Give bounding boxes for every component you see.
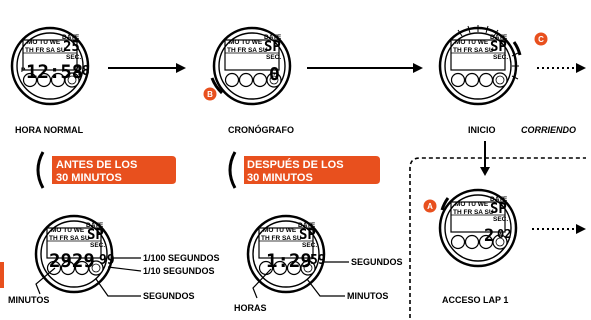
arrow-right-icon [108,63,186,73]
watch-date-label: DATE [264,34,282,41]
banner-antes-line1: ANTES DE LOS [56,159,137,171]
callout-lines-despues [252,261,349,299]
watch-cronografo: MO TU WE TH FR SA SU DATE SP SEC. 0 [210,26,292,106]
watch-sec-label: SEC. [90,242,105,249]
watch-main-value: 1:29 [266,250,312,272]
watch-mode-value: SP [490,39,507,55]
button-b-marker: B [203,87,217,101]
callout-horas: HORAS [234,303,267,313]
banner-antes-line2: 30 MINUTOS [56,172,122,184]
dotted-arrow-icon [537,63,586,73]
arrow-down-icon [480,141,490,176]
button-c-marker: C [534,32,548,46]
callout-segundos-a: SEGUNDOS [143,291,195,301]
watch-time-value: 12:58 [26,61,83,83]
watch-days-bottom: TH FR SA SU [453,209,494,216]
watch-days-top: MO TU WE [27,39,61,46]
watch-sec-label: SEC. [66,54,81,61]
watch-sec-label: SEC. [493,216,508,223]
watch-days-top: MO TU WE [455,39,489,46]
watch-days-top: MO TU WE [229,39,263,46]
watch-date-label: DATE [298,222,316,229]
watch-date-label: DATE [86,222,104,229]
banner-despues-line1: DESPUÉS DE LOS [247,158,344,171]
arrow-right-icon [307,63,423,73]
watch-days-bottom: TH FR SA SU [227,47,268,54]
banner-despues-line2: 30 MINUTOS [247,172,313,184]
callout-segundos-b: SEGUNDOS [351,257,403,267]
svg-text:C: C [538,35,544,44]
edge-marker [0,262,4,288]
watch-pm-indicator: P [21,67,26,74]
watch-acceso-lap: MO TU WE TH FR SA SU DATE SP SEC. 2 02 [438,188,518,268]
watch-main-value: 2929 [49,250,95,272]
watch-days-top: MO TU WE [263,227,297,234]
watch-date-label: DATE [490,196,508,203]
banner-despues: DESPUÉS DE LOS 30 MINUTOS [228,151,380,189]
callout-centesimas: 1/100 SEGUNDOS [143,253,220,263]
watch-main-value: 2 [484,226,494,246]
watch-days-bottom: TH FR SA SU [49,235,90,242]
watch-seconds-value: 0 [269,64,280,85]
lap-group-outline [409,157,586,318]
watch-date-value: 25 [63,39,80,55]
svg-text:A: A [427,202,433,211]
callout-decimas: 1/10 SEGUNDOS [143,266,215,276]
banner-antes: ANTES DE LOS 30 MINUTOS [36,151,176,189]
watch-date-label: DATE [62,34,80,41]
watch-mode-value: SP [490,201,507,217]
watch-despues: MO TU WE TH FR SA SU DATE SP SEC. 1:29 5… [246,214,326,294]
button-a-marker: A [423,199,437,213]
watch-antes: MO TU WE TH FR SA SU DATE SP SEC. 2929 9… [34,214,115,294]
callout-minutos-a: MINUTOS [8,295,49,305]
callout-minutos-b: MINUTOS [347,291,388,301]
watch-mode-value: SP [87,227,104,243]
watch-sec-label: SEC. [493,54,508,61]
caption-corriendo: CORRIENDO [521,125,576,135]
watch-fraction-value: 02 [497,227,511,241]
watch-date-label: DATE [490,34,508,41]
watch-seconds-value: 48 [74,64,90,79]
watch-mode-value: SP [299,227,316,243]
watch-fraction-value: 99 [99,253,115,268]
watch-hora-normal: MO TU WE TH FR SA SU DATE 25 SEC. P 12:5… [10,26,90,106]
watch-days-top: MO TU WE [455,201,489,208]
watch-days-top: MO TU WE [51,227,85,234]
watch-days-bottom: TH FR SA SU [25,47,66,54]
watch-days-bottom: TH FR SA SU [261,235,302,242]
dotted-arrow-icon [532,224,586,234]
watch-sec-label: SEC. [266,54,281,61]
caption-cronografo: CRONÓGRAFO [228,124,294,135]
caption-acceso-lap: ACCESO LAP 1 [442,295,508,305]
watch-mode-value: SP [264,39,281,55]
callout-lines-antes [35,257,142,297]
caption-inicio: INICIO [468,125,496,135]
watch-days-bottom: TH FR SA SU [453,47,494,54]
svg-text:B: B [207,90,213,99]
watch-inicio: MO TU WE TH FR SA SU DATE SP SEC. [438,25,522,106]
watch-seconds-value: 59 [310,253,326,268]
watch-sec-label: SEC. [302,242,317,249]
caption-hora-normal: HORA NORMAL [15,125,84,135]
